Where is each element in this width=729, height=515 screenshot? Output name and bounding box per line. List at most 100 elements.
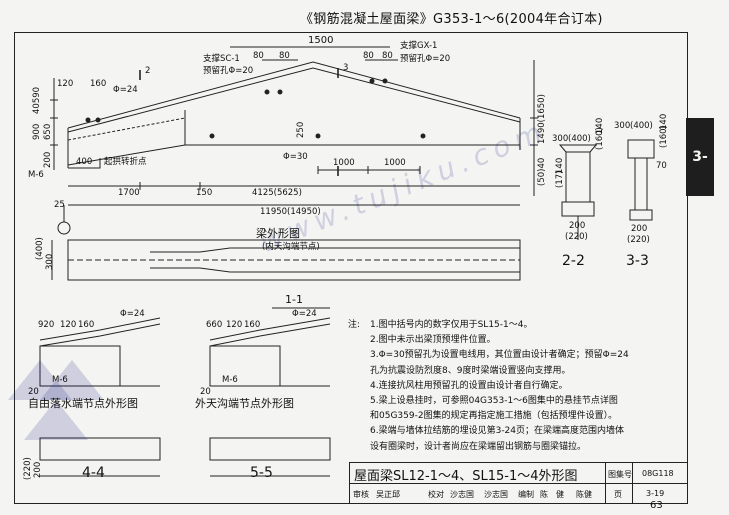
d44-dim-160: 160 — [78, 320, 95, 330]
s33-dim-220: (220) — [627, 235, 650, 245]
plan-dim-400: (400) — [35, 237, 45, 260]
d55-caption: 外天沟端节点外形图 — [195, 397, 294, 410]
s22-dim-220: (220) — [565, 232, 588, 242]
d55-dim-660: 660 — [206, 320, 223, 330]
dim-250: 250 — [296, 121, 306, 138]
d55-phi24: Φ=24 — [292, 309, 317, 319]
section-3-3-label: 3-3 — [626, 253, 649, 269]
note-line-3: 3.Φ=30预留孔为设置电线用，其位置由设计者确定；预留Φ=24 — [370, 350, 629, 361]
s33-dim-70: 70 — [656, 161, 667, 171]
side-tab: 3- — [686, 118, 714, 196]
dim-left-160: 160 — [90, 79, 107, 89]
lifting-point-label: 起拱转折点 — [104, 157, 147, 167]
d44-phi24: Φ=24 — [120, 309, 145, 319]
section-1-1-label: 1-1 — [285, 293, 303, 306]
d44-caption: 自由落水端节点外形图 — [28, 397, 138, 410]
dim-25: 25 — [54, 200, 65, 210]
tb-design-label: 编制 — [518, 490, 534, 499]
tb-page: 3-19 — [646, 489, 665, 498]
tb-review-name: 吴正邱 — [376, 490, 400, 499]
d44-dim-20: 20 — [28, 387, 39, 397]
s22-dim-160: (160) — [595, 127, 605, 150]
s22-dim-200: 200 — [569, 221, 586, 231]
dim-phi24: Φ=24 — [113, 85, 138, 95]
dim-900: 900 — [32, 123, 42, 140]
dim-1000-b: 1000 — [384, 158, 406, 168]
d44-m6: M-6 — [52, 375, 68, 385]
dim-top-80d: 80 — [382, 51, 393, 61]
plan-dim-300: 300 — [45, 253, 55, 270]
section-mark-2: 2 — [145, 66, 151, 76]
tb-check-sign: 沙志国 — [484, 490, 508, 499]
s22-dim-17: (17) — [555, 170, 565, 188]
s22-dim-400: (400) — [568, 134, 591, 144]
phi30-label: Φ=30 — [283, 152, 308, 162]
s33-dim-200: 200 — [631, 224, 648, 234]
tb-check-name: 沙志国 — [450, 490, 474, 499]
note-line-8: 6.梁端与墙体拉结筋的埋设见第3-24页；在梁端高度范围内墙体 — [370, 426, 625, 437]
note-line-7: 和05G359-2图集的规定再指定施工措施（包括预埋件设置）。 — [370, 411, 618, 422]
d44-plan-200: 200 — [33, 461, 43, 478]
dim-1490: 1490(1650) — [537, 94, 547, 144]
hole-20-label-b: 预留孔Φ=20 — [400, 54, 451, 64]
dim-40590: 40590 — [32, 86, 42, 114]
support-sc-label: 支撑SC-1 — [203, 54, 240, 64]
s33-dim-300: 300 — [614, 121, 631, 131]
section-5-5-label: 5-5 — [250, 465, 273, 481]
tb-design-name: 陈 健 — [540, 490, 564, 499]
tb-page-label: 页 — [614, 490, 622, 499]
d55-m6: M-6 — [222, 375, 238, 385]
section-4-4-label: 4-4 — [82, 465, 105, 481]
tb-review-label: 审核 — [353, 490, 369, 499]
note-line-2: 2.图中未示出梁顶预埋件位置。 — [370, 335, 496, 346]
d44-plan-220: (220) — [23, 457, 33, 480]
tb-check-label: 校对 — [428, 490, 444, 499]
dim-400: 400 — [76, 157, 93, 167]
page-number: 63 — [650, 500, 663, 511]
dim-11950: 11950(14950) — [260, 207, 321, 217]
section-mark-3: 3 — [343, 63, 349, 73]
dim-1000-a: 1000 — [333, 158, 355, 168]
dim-top-80b: 80 — [279, 51, 290, 61]
note-line-5: 4.连接抗风柱用预留孔的设置由设计者自行确定。 — [370, 380, 568, 391]
drawing-title: 屋面梁SL12-1～4、SL15-1～4外形图 — [354, 469, 578, 484]
hole-20-label-a: 预留孔Φ=20 — [203, 66, 254, 76]
dim-top-80a: 80 — [253, 51, 264, 61]
note-line-9: 设有圈梁时，设计者尚应在梁端留出钢筋与圈梁锚拉。 — [370, 441, 587, 452]
dim-1700: 1700 — [118, 188, 140, 198]
dim-200: 200 — [43, 151, 53, 168]
dim-4125: 4125(5625) — [252, 188, 302, 198]
s33-dim-160: (160) — [659, 125, 669, 148]
s22-dim-300: 300 — [552, 134, 569, 144]
header-title: 《钢筋混凝土屋面梁》G353-1～6(2004年合订本) — [300, 12, 603, 27]
dim-650: 650 — [43, 123, 53, 140]
notes-head: 注: — [348, 320, 361, 330]
notes-block: 注: 1.图中括号内的数字仅用于SL15-1～4。 2.图中未示出梁顶预埋件位置。… — [348, 318, 678, 455]
note-line-4: 孔为抗震设防烈度8、9度时梁端设置竖向支撑用。 — [370, 365, 571, 376]
note-line-1: 1.图中括号内的数字仅用于SL15-1～4。 — [370, 320, 533, 330]
beam-subcaption: (内天沟端节点) — [262, 242, 320, 252]
beam-top-edge-inner — [67, 67, 521, 133]
title-block: 屋面梁SL12-1～4、SL15-1～4外形图 图集号 08G118 审核 吴正… — [349, 462, 687, 503]
d55-dim-160: 160 — [244, 320, 261, 330]
support-gx-label: 支撑GX-1 — [400, 41, 438, 51]
d55-dim-120: 120 — [226, 320, 243, 330]
beam-top-edge — [67, 61, 521, 129]
note-line-6: 5.梁上设悬挂时，可参照04G353-1～6图集中的悬挂节点详图 — [370, 396, 618, 407]
s33-dim-400: (400) — [630, 121, 653, 131]
d44-dim-120: 120 — [60, 320, 77, 330]
dim-150: 150 — [196, 188, 213, 198]
m6-label: M-6 — [28, 170, 44, 180]
section-2-2-label: 2-2 — [562, 253, 585, 269]
atlas-no: 08G118 — [642, 469, 674, 478]
drawing-frame — [14, 32, 688, 504]
d55-dim-20: 20 — [200, 387, 211, 397]
d44-dim-920: 920 — [38, 320, 55, 330]
dim-top-80c: 80 — [363, 51, 374, 61]
dim-left-120: 120 — [57, 79, 74, 89]
atlas-no-label: 图集号 — [608, 470, 632, 479]
beam-caption: 梁外形图 — [256, 227, 300, 240]
tb-design-sign: 陈健 — [576, 490, 592, 499]
